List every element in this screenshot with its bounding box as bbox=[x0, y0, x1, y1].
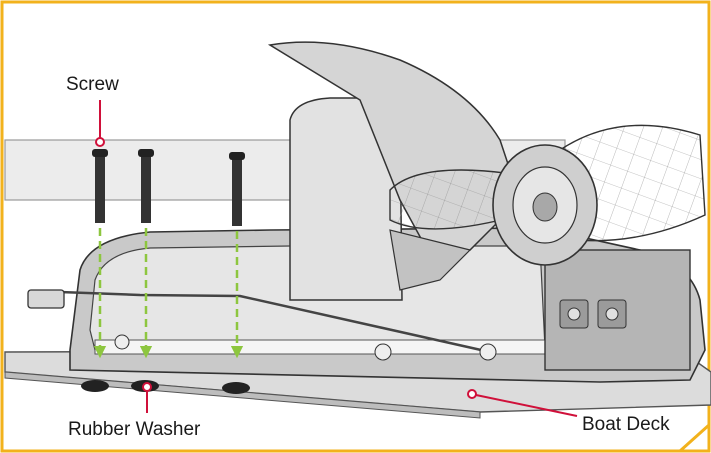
rubber-washer-3 bbox=[222, 382, 250, 394]
corner-accent bbox=[678, 423, 711, 453]
propeller bbox=[389, 124, 706, 266]
screw-2 bbox=[138, 149, 154, 223]
screw-3 bbox=[229, 152, 245, 226]
rubber-washer-callout bbox=[142, 382, 152, 413]
screw-1 bbox=[92, 149, 108, 223]
screw-callout bbox=[95, 100, 105, 147]
boat-deck-label: Boat Deck bbox=[582, 414, 670, 435]
boat-deck-callout bbox=[467, 389, 578, 417]
screw-label: Screw bbox=[66, 74, 119, 95]
rubber-washer-1 bbox=[81, 380, 109, 392]
rubber-washer-label: Rubber Washer bbox=[68, 419, 201, 440]
